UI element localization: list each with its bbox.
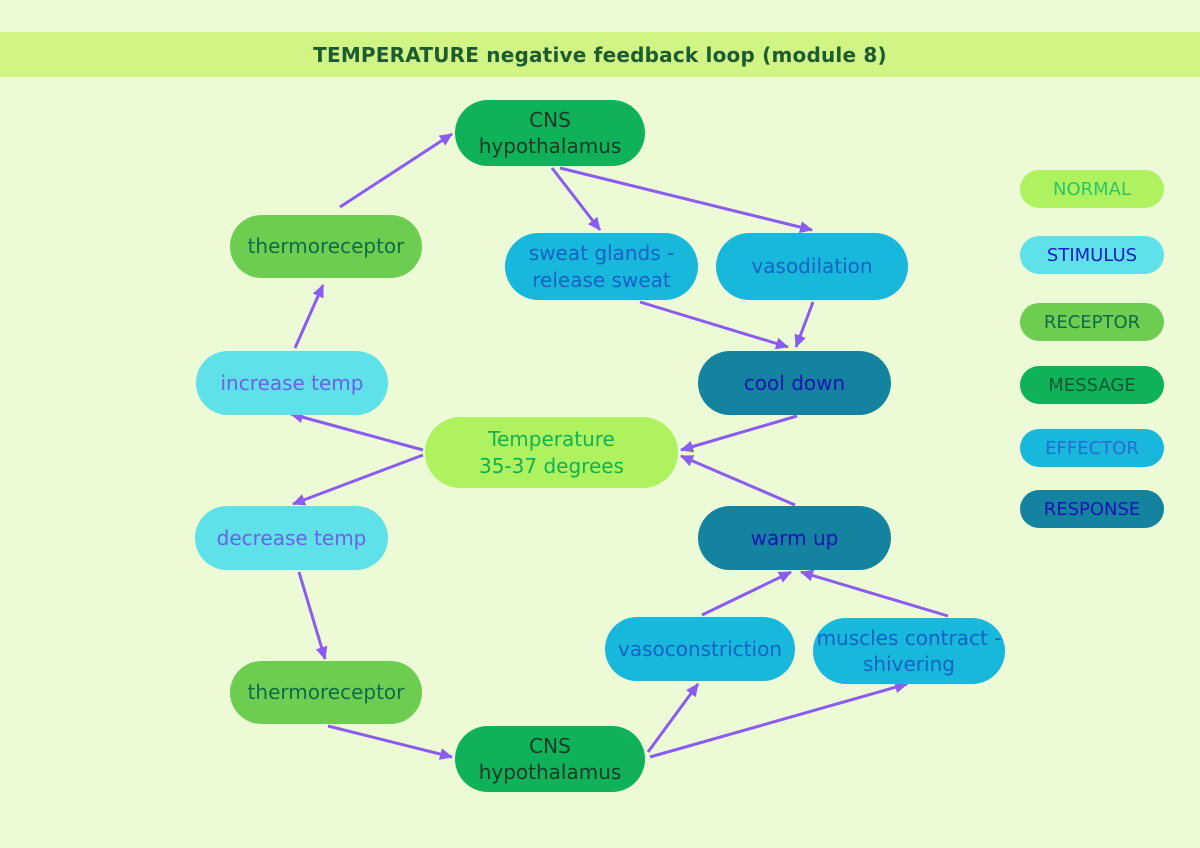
node-cns-hypothalamus-top: CNS hypothalamus — [455, 100, 645, 166]
node-temperature-normal: Temperature 35-37 degrees — [425, 417, 678, 488]
legend-stimulus: STIMULUS — [1020, 236, 1164, 274]
edge-thermoreceptor-top-to-cns-hypothalamus-top — [339, 132, 453, 209]
node-decrease-temp: decrease temp — [195, 506, 388, 570]
edge-decrease-temp-to-thermoreceptor-bottom — [297, 571, 328, 660]
legend-message: MESSAGE — [1020, 366, 1164, 404]
node-muscles-contract: muscles contract - shivering — [813, 618, 1005, 684]
legend-effector: EFFECTOR — [1020, 429, 1164, 467]
edge-cns-hypothalamus-top-to-vasodilation — [559, 166, 813, 233]
edge-muscles-contract-to-warm-up — [800, 569, 949, 618]
edge-cns-hypothalamus-bottom-to-vasoconstriction — [646, 683, 700, 753]
edge-sweat-glands-to-cool-down — [639, 300, 789, 350]
edge-vasodilation-to-cool-down — [794, 301, 815, 348]
edge-temperature-normal-to-increase-temp — [290, 411, 424, 452]
edge-temperature-normal-to-decrease-temp — [292, 453, 424, 506]
edge-vasoconstriction-to-warm-up — [701, 570, 792, 617]
edge-cns-hypothalamus-top-to-sweat-glands — [550, 167, 602, 231]
legend-normal: NORMAL — [1020, 170, 1164, 208]
edge-cool-down-to-temperature-normal — [680, 414, 798, 453]
node-vasoconstriction: vasoconstriction — [605, 617, 795, 681]
page-title: TEMPERATURE negative feedback loop (modu… — [313, 42, 887, 67]
node-cns-hypothalamus-bottom: CNS hypothalamus — [455, 726, 645, 792]
legend-response: RESPONSE — [1020, 490, 1164, 528]
node-sweat-glands: sweat glands - release sweat — [505, 233, 698, 300]
node-warm-up: warm up — [698, 506, 891, 570]
edge-cns-hypothalamus-bottom-to-muscles-contract — [649, 681, 908, 759]
edge-thermoreceptor-bottom-to-cns-hypothalamus-bottom — [327, 724, 453, 760]
legend-receptor: RECEPTOR — [1020, 303, 1164, 341]
node-increase-temp: increase temp — [196, 351, 388, 415]
edge-increase-temp-to-thermoreceptor-top — [293, 284, 325, 349]
title-banner: TEMPERATURE negative feedback loop (modu… — [0, 32, 1200, 77]
node-thermoreceptor-bottom: thermoreceptor — [230, 661, 422, 724]
edge-warm-up-to-temperature-normal — [680, 454, 796, 507]
node-cool-down: cool down — [698, 351, 891, 415]
node-thermoreceptor-top: thermoreceptor — [230, 215, 422, 278]
node-vasodilation: vasodilation — [716, 233, 908, 300]
